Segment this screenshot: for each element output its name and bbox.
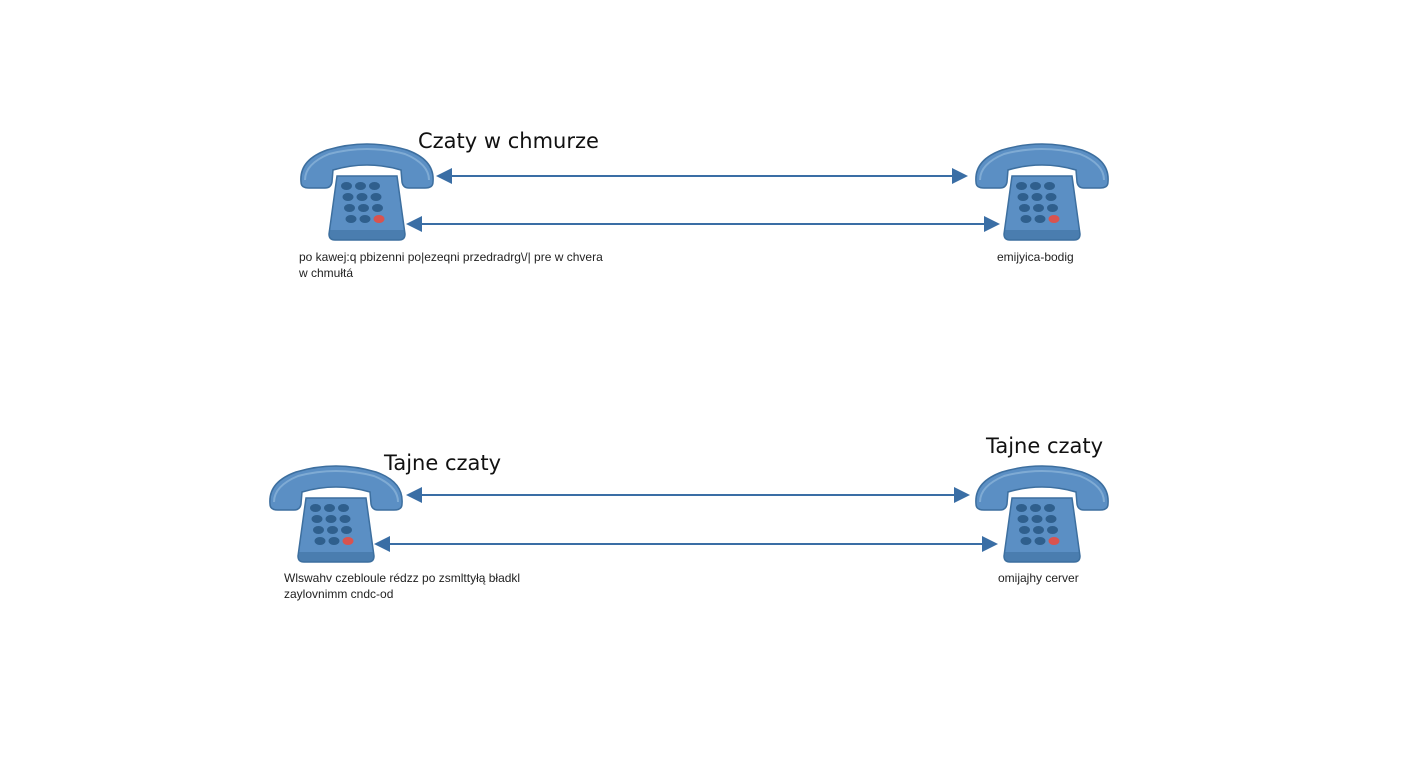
keypad-key <box>310 504 321 512</box>
keypad-key <box>1047 204 1058 212</box>
phone-handset-highlight <box>979 148 1105 181</box>
keypad-key <box>1044 182 1055 190</box>
desk-telephone-icon <box>300 143 434 241</box>
keypad-key <box>1016 182 1027 190</box>
phone-base-shadow <box>298 552 374 562</box>
bottom-left-caption-line-2: zaylovnimm cndc-od <box>284 587 394 601</box>
keypad-key <box>1019 526 1030 534</box>
keypad-key <box>359 215 371 223</box>
keypad-key <box>1034 537 1046 545</box>
keypad-key <box>1031 515 1043 523</box>
red-key <box>1048 215 1060 223</box>
phone-base-shadow <box>1004 552 1080 562</box>
keypad-key <box>345 215 357 223</box>
keypad-key <box>313 526 324 534</box>
phone-base-shadow <box>329 230 405 240</box>
bottom-left-caption-line-1: Wlswahv czebloule rédzz po zsmlttyłą bła… <box>284 571 521 585</box>
bottom-right-caption-line: omijajhy cerver <box>998 571 1079 585</box>
phone-handset-highlight <box>304 148 430 181</box>
keypad-key <box>1019 204 1030 212</box>
keypad-key <box>324 504 335 512</box>
bottom-left-title: Tajne czaty <box>384 451 502 475</box>
phone-handset <box>300 143 434 189</box>
keypad-key <box>342 193 354 201</box>
phone-handset <box>975 143 1109 189</box>
top-right-caption: emijyica-bodig <box>997 249 1074 265</box>
desk-telephone-icon <box>975 465 1109 563</box>
keypad-key <box>327 526 338 534</box>
phone-handset <box>269 465 403 511</box>
red-key <box>373 215 385 223</box>
top-right-caption-line: emijyica-bodig <box>997 250 1074 264</box>
keypad-key <box>1045 193 1057 201</box>
keypad-key <box>314 537 326 545</box>
keypad-key <box>1020 215 1032 223</box>
top-left-caption-line-1: po kawej:q pbizenni po|ezeqni przedradrg… <box>299 250 603 264</box>
phone-icon-bottom-left <box>266 464 406 564</box>
keypad-key <box>325 515 337 523</box>
top-left-caption: po kawej:q pbizenni po|ezeqni przedradrg… <box>299 249 603 281</box>
keypad-key <box>1030 182 1041 190</box>
bottom-right-caption: omijajhy cerver <box>998 570 1079 586</box>
keypad-key <box>1030 504 1041 512</box>
keypad-key <box>370 193 382 201</box>
keypad-key <box>356 193 368 201</box>
phone-icon-bottom-right <box>972 464 1112 564</box>
keypad-key <box>1020 537 1032 545</box>
keypad-key <box>1044 504 1055 512</box>
phone-handset-highlight <box>273 470 399 503</box>
keypad-key <box>344 204 355 212</box>
phone-icon-top-left <box>297 142 437 242</box>
keypad-key <box>1033 204 1044 212</box>
keypad-key <box>358 204 369 212</box>
keypad-key <box>1016 504 1027 512</box>
keypad-key <box>1034 215 1046 223</box>
phone-handset-highlight <box>979 470 1105 503</box>
phone-icon-top-right <box>972 142 1112 242</box>
keypad-key <box>1033 526 1044 534</box>
keypad-key <box>341 526 352 534</box>
keypad-key <box>1045 515 1057 523</box>
red-key <box>342 537 354 545</box>
desk-telephone-icon <box>975 143 1109 241</box>
top-left-caption-line-2: w chmułtá <box>299 266 354 280</box>
keypad-key <box>1017 193 1029 201</box>
top-left-title: Czaty w chmurze <box>418 129 599 153</box>
keypad-key <box>1047 526 1058 534</box>
keypad-key <box>338 504 349 512</box>
keypad-key <box>369 182 380 190</box>
keypad-key <box>328 537 340 545</box>
keypad-key <box>1017 515 1029 523</box>
desk-telephone-icon <box>269 465 403 563</box>
bottom-left-caption: Wlswahv czebloule rédzz po zsmlttyłą bła… <box>284 570 520 602</box>
red-key <box>1048 537 1060 545</box>
keypad-key <box>1031 193 1043 201</box>
bottom-right-title: Tajne czaty <box>986 434 1104 458</box>
keypad-key <box>341 182 352 190</box>
keypad-key <box>311 515 323 523</box>
keypad-key <box>339 515 351 523</box>
keypad-key <box>372 204 383 212</box>
phone-base-shadow <box>1004 230 1080 240</box>
phone-handset <box>975 465 1109 511</box>
keypad-key <box>355 182 366 190</box>
